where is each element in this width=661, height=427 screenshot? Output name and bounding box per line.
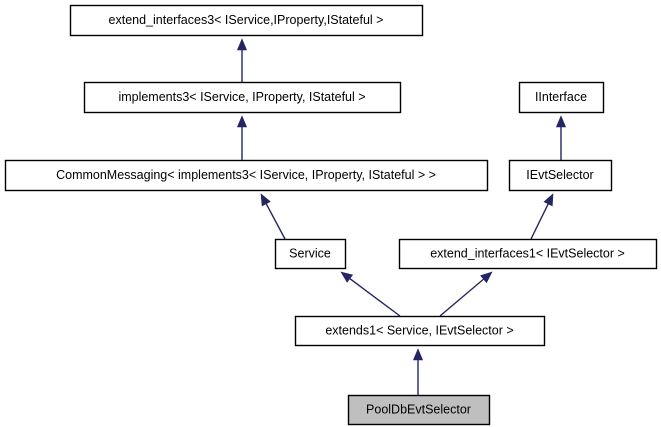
inheritance-arrowhead [260, 193, 271, 207]
class-name-label: extend_interfaces3< IService,IProperty,I… [109, 13, 384, 27]
inheritance-arrowhead [543, 193, 554, 207]
edge-implements3-to-extend_interfaces3 [236, 38, 248, 82]
class-name-label: PoolDbEvtSelector [366, 402, 471, 416]
nodes-layer: extend_interfaces3< IService,IProperty,I… [4, 4, 658, 426]
edge-pooldbevtselector-to-extends1 [412, 348, 424, 395]
class-node-IInterface[interactable]: IInterface [518, 81, 605, 114]
edge-commonmessaging-to-implements3 [236, 115, 248, 160]
class-box[interactable] [274, 238, 347, 270]
class-name-label: extends1< Service, IEvtSelector > [325, 323, 513, 337]
class-node-extend_interfaces1[interactable]: extend_interfaces1< IEvtSelector > [398, 238, 658, 270]
class-node-extend_interfaces3[interactable]: extend_interfaces3< IService,IProperty,I… [69, 4, 424, 37]
class-box[interactable] [508, 159, 613, 192]
class-box[interactable] [4, 159, 489, 192]
class-node-implements3[interactable]: implements3< IService, IProperty, IState… [83, 81, 402, 114]
edge-service-to-commonmessaging [260, 193, 286, 240]
class-node-Service[interactable]: Service [274, 238, 347, 270]
class-name-label: IInterface [535, 90, 587, 104]
class-name-label: extend_interfaces1< IEvtSelector > [430, 246, 625, 260]
inheritance-arrowhead [236, 115, 248, 128]
edge-extends1-to-service [340, 271, 401, 317]
class-box[interactable] [347, 394, 491, 426]
inheritance-arrowhead [480, 271, 493, 284]
class-box[interactable] [398, 238, 658, 270]
inheritance-arrowhead [236, 38, 248, 51]
class-box[interactable] [518, 81, 605, 114]
class-name-label: CommonMessaging< implements3< IService, … [56, 168, 436, 182]
edges-layer [236, 38, 567, 395]
class-box[interactable] [294, 315, 546, 347]
inheritance-arrowhead [340, 271, 354, 283]
edge-extends1-to-extend_interfaces1 [439, 271, 493, 317]
class-box[interactable] [69, 4, 424, 37]
class-box[interactable] [83, 81, 402, 114]
edge-extend_interfaces1-to-ievtselector [530, 193, 554, 240]
inheritance-arrowhead [555, 115, 567, 128]
class-node-IEvtSelector[interactable]: IEvtSelector [508, 159, 613, 192]
edge-ievtselector-to-iinterface [555, 115, 567, 160]
class-name-label: implements3< IService, IProperty, IState… [118, 90, 365, 104]
class-node-CommonMessaging[interactable]: CommonMessaging< implements3< IService, … [4, 159, 489, 192]
class-name-label: IEvtSelector [526, 168, 593, 182]
inheritance-arrowhead [412, 348, 424, 361]
class-name-label: Service [289, 246, 331, 260]
class-node-PoolDbEvtSelector[interactable]: PoolDbEvtSelector [347, 394, 491, 426]
class-node-extends1[interactable]: extends1< Service, IEvtSelector > [294, 315, 546, 347]
